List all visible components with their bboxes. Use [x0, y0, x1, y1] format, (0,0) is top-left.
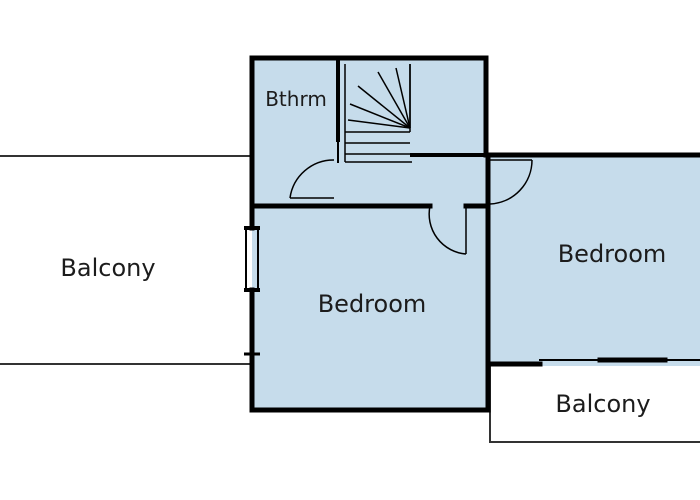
bedroom-right-room [488, 155, 700, 366]
bedroom-right-door [488, 159, 533, 205]
window-left [244, 226, 260, 292]
bedroom-left-room [252, 206, 488, 410]
bedroom-left-door [428, 205, 467, 255]
bedroom-left-label: Bedroom [318, 290, 427, 318]
bathroom-label: Bthrm [265, 87, 327, 111]
staircase-icon [344, 64, 412, 163]
balcony-right-label: Balcony [555, 390, 650, 418]
bathroom-door [289, 159, 335, 199]
balcony-left-label: Balcony [60, 254, 155, 282]
walls [249, 55, 700, 413]
balcony-left [0, 155, 252, 365]
bedroom-right-label: Bedroom [558, 240, 667, 268]
